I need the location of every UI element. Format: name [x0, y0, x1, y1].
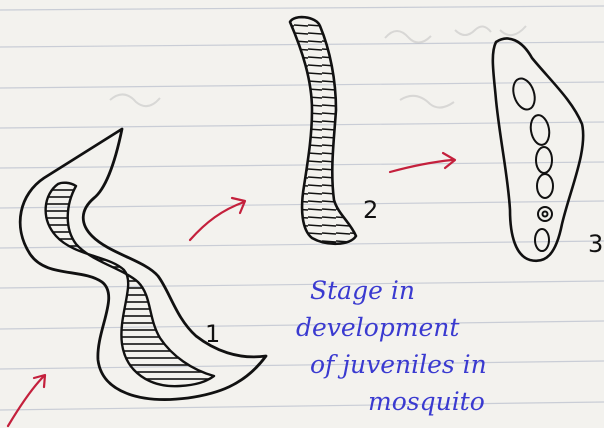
stage-2-body: [290, 17, 356, 244]
caption-line-4: mosquito: [296, 383, 596, 420]
arrow-icon-corner: [8, 375, 45, 426]
caption-line-2: development: [296, 309, 596, 346]
caption-line-1: Stage in: [296, 272, 596, 309]
caption-line-3: of juveniles in: [296, 346, 596, 383]
stage-1-inner-body: [46, 183, 214, 386]
caption: Stage in development of juveniles in mos…: [296, 272, 596, 420]
stage-3-larva: [493, 39, 583, 261]
stage-1-larva: [20, 129, 266, 399]
stage-label-3: 3: [588, 232, 603, 256]
stage-2-larva: [290, 17, 356, 244]
arrow-icon-1-to-2: [190, 198, 245, 240]
stage-label-2: 2: [363, 198, 378, 222]
arrow-icon-2-to-3: [390, 153, 455, 172]
stage-label-1: 1: [205, 322, 220, 346]
